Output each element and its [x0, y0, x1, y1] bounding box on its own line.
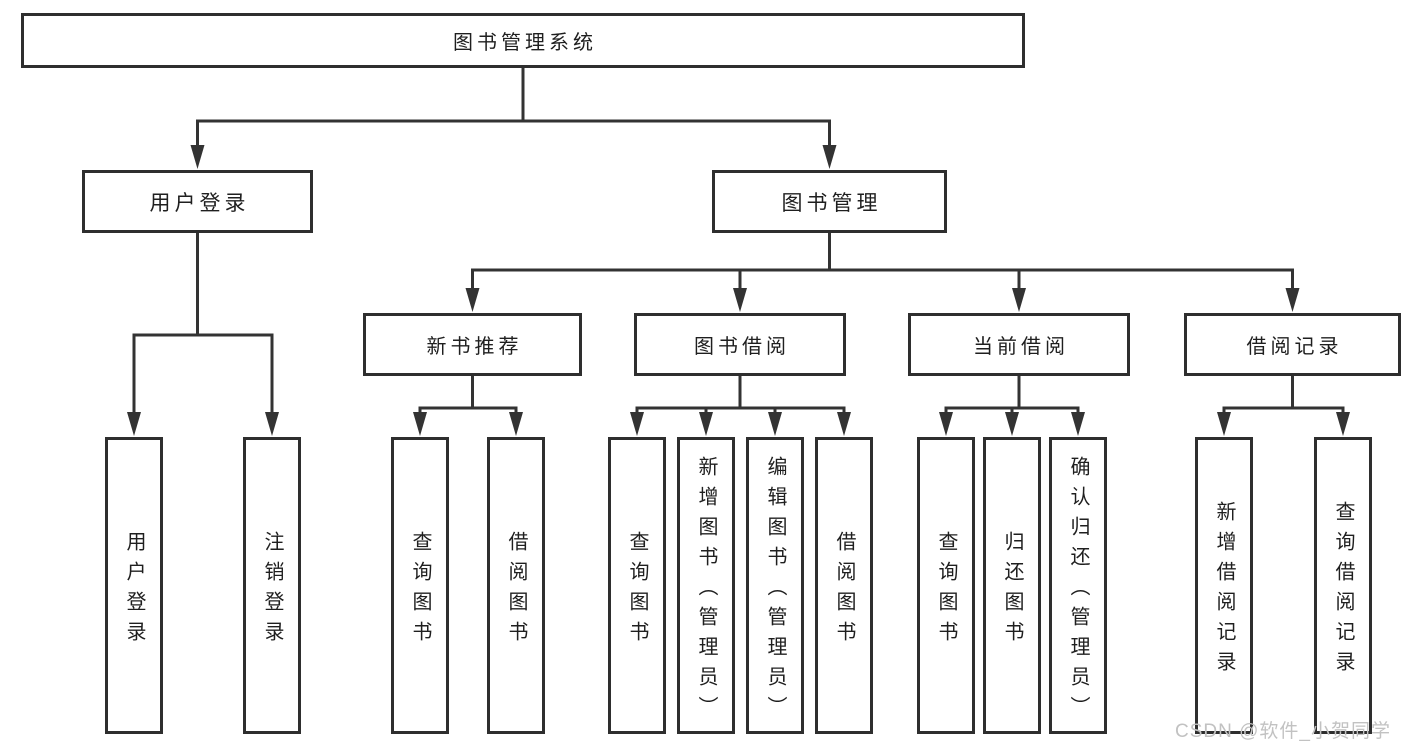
arrowhead-icon [1071, 412, 1085, 436]
arrowhead-icon [1336, 412, 1350, 436]
arrowhead-icon [939, 412, 953, 436]
arrowhead-icon [265, 412, 279, 436]
arrowhead-icon [699, 412, 713, 436]
node-nbr-borrow: 借阅图书 [487, 437, 545, 734]
arrowhead-icon [413, 412, 427, 436]
node-label: 用户登录 [123, 530, 145, 651]
node-label: 新书推荐 [426, 336, 523, 358]
arrowhead-icon [822, 145, 837, 169]
node-cb-query: 查询图书 [917, 437, 975, 734]
node-bb-query: 查询图书 [608, 437, 666, 734]
node-br-add: 新增借阅记录 [1195, 437, 1253, 734]
arrowhead-icon [1217, 412, 1231, 436]
node-label: 编辑图书（管理员） [764, 455, 786, 726]
node-label: 查询图书 [935, 530, 957, 651]
node-cb-confirm: 确认归还（管理员） [1049, 437, 1107, 734]
node-user-login: 用户登录 [82, 170, 313, 233]
node-borrow-records: 借阅记录 [1184, 313, 1401, 376]
node-book-mgmt: 图书管理 [712, 170, 947, 233]
node-label: 图书借阅 [694, 336, 790, 358]
watermark: CSDN @软件_小贺同学 [1175, 721, 1391, 742]
node-label: 新增借阅记录 [1213, 500, 1235, 681]
arrowhead-icon [190, 145, 205, 169]
node-label: 图书管理系统 [453, 32, 597, 54]
arrowhead-icon [1285, 288, 1300, 312]
node-label: 注销登录 [261, 530, 283, 651]
arrowhead-icon [465, 288, 480, 312]
node-br-query: 查询借阅记录 [1314, 437, 1372, 734]
arrowhead-icon [837, 412, 851, 436]
node-label: 确认归还（管理员） [1067, 455, 1089, 726]
node-label: 图书管理 [781, 191, 882, 215]
node-current-borrow: 当前借阅 [908, 313, 1130, 376]
arrowhead-icon [1012, 288, 1026, 312]
node-ul-logout: 注销登录 [243, 437, 301, 734]
node-bb-edit: 编辑图书（管理员） [746, 437, 804, 734]
arrowhead-icon [1005, 412, 1019, 436]
node-bb-borrow: 借阅图书 [815, 437, 873, 734]
node-label: 借阅记录 [1246, 336, 1343, 358]
node-label: 新增图书（管理员） [695, 455, 717, 726]
arrowhead-icon [127, 412, 141, 436]
arrowhead-icon [733, 288, 747, 312]
node-root: 图书管理系统 [21, 13, 1025, 68]
node-label: 查询图书 [626, 530, 648, 651]
node-nbr-query: 查询图书 [391, 437, 449, 734]
node-label: 归还图书 [1001, 530, 1023, 651]
arrowhead-icon [509, 412, 523, 436]
node-label: 用户登录 [149, 191, 250, 215]
arrowhead-icon [630, 412, 644, 436]
node-label: 查询图书 [409, 530, 431, 651]
node-new-book-rec: 新书推荐 [363, 313, 582, 376]
node-label: 当前借阅 [973, 336, 1069, 358]
node-label: 查询借阅记录 [1332, 500, 1354, 681]
node-ul-login: 用户登录 [105, 437, 163, 734]
node-cb-return: 归还图书 [983, 437, 1041, 734]
node-bb-add: 新增图书（管理员） [677, 437, 735, 734]
node-book-borrow: 图书借阅 [634, 313, 846, 376]
node-label: 借阅图书 [505, 530, 527, 651]
node-label: 借阅图书 [833, 530, 855, 651]
arrowhead-icon [768, 412, 782, 436]
